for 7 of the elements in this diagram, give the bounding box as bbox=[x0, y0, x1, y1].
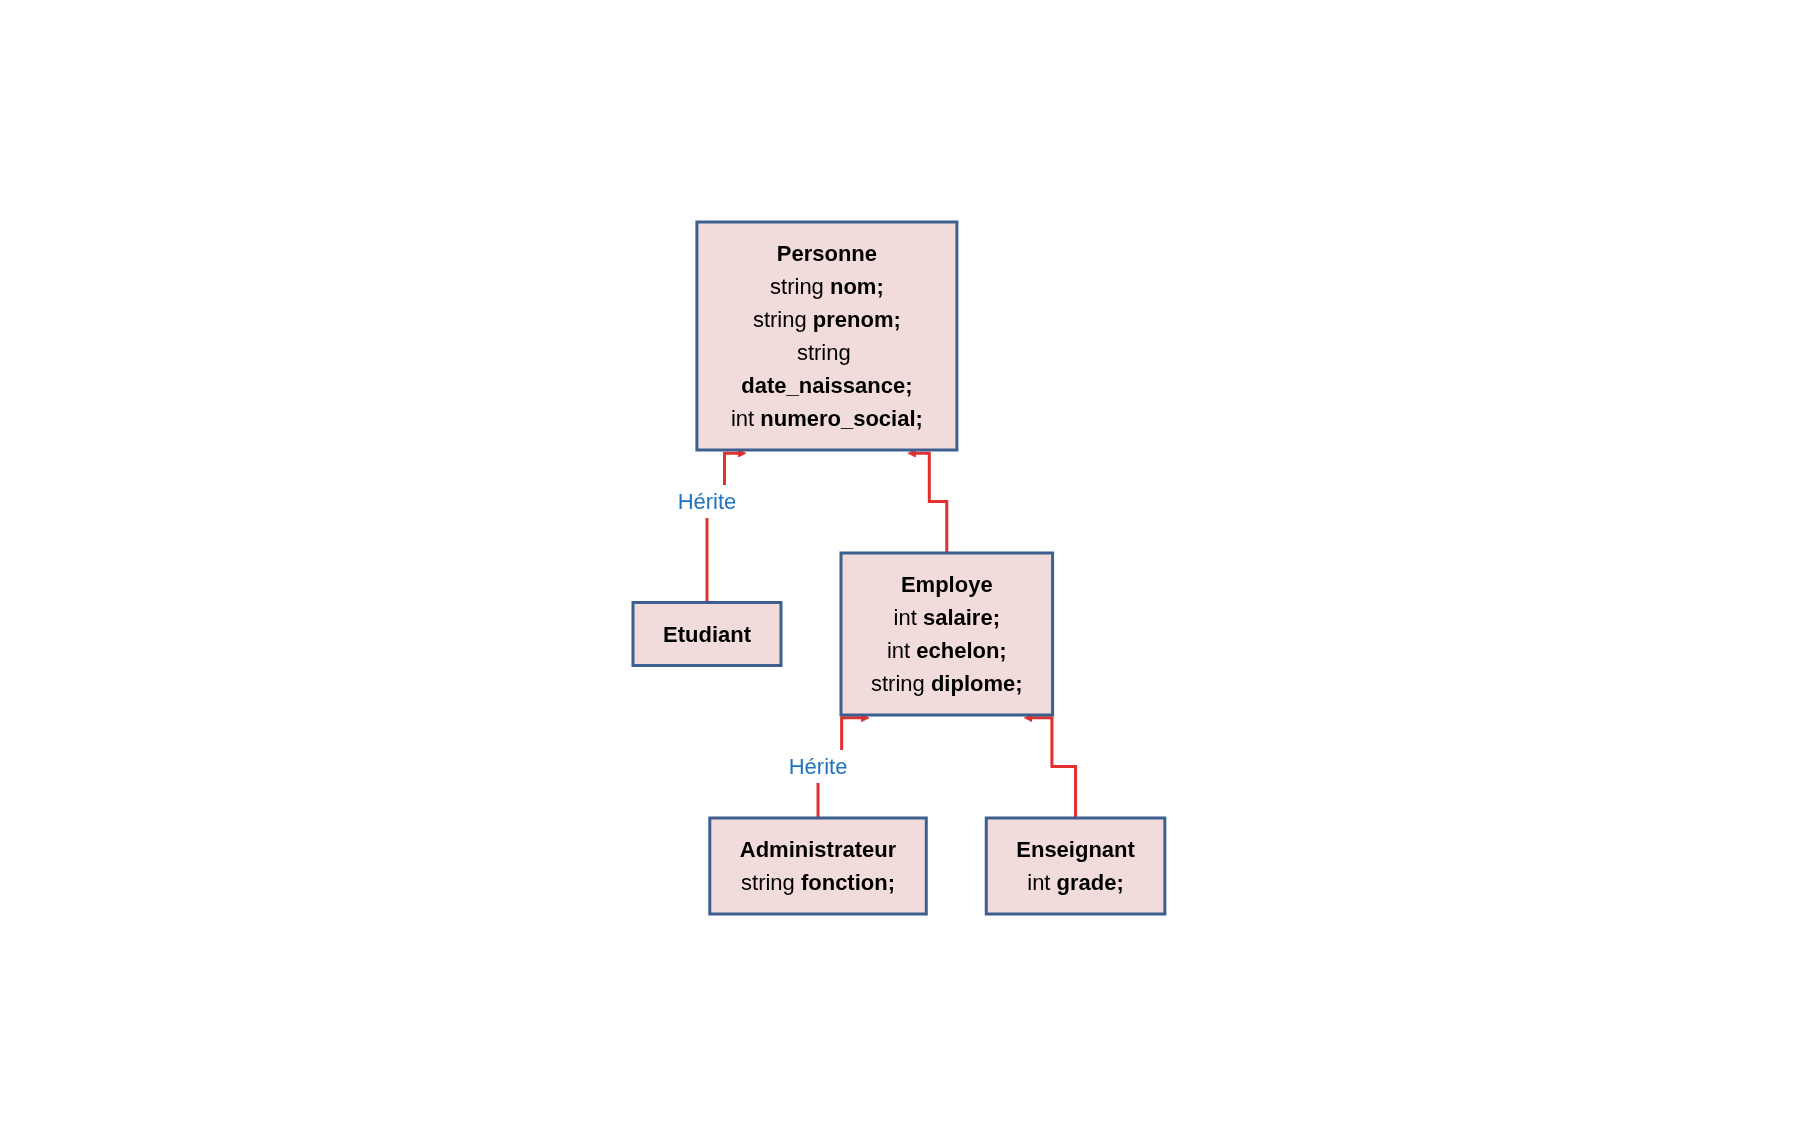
node-box: Employe int salaire; int echelon; string diplome; bbox=[839, 551, 1055, 717]
edge-label: Hérite bbox=[677, 489, 737, 514]
node-box: Enseignant int grade; bbox=[984, 816, 1167, 916]
node-box: Etudiant bbox=[631, 601, 783, 667]
edge-label: Hérite bbox=[788, 754, 848, 779]
node-box: Administrateur string fonction; bbox=[708, 816, 928, 916]
node-box: Personne string nom; string prenom; string date_naissance; int numero_social; bbox=[695, 220, 959, 452]
